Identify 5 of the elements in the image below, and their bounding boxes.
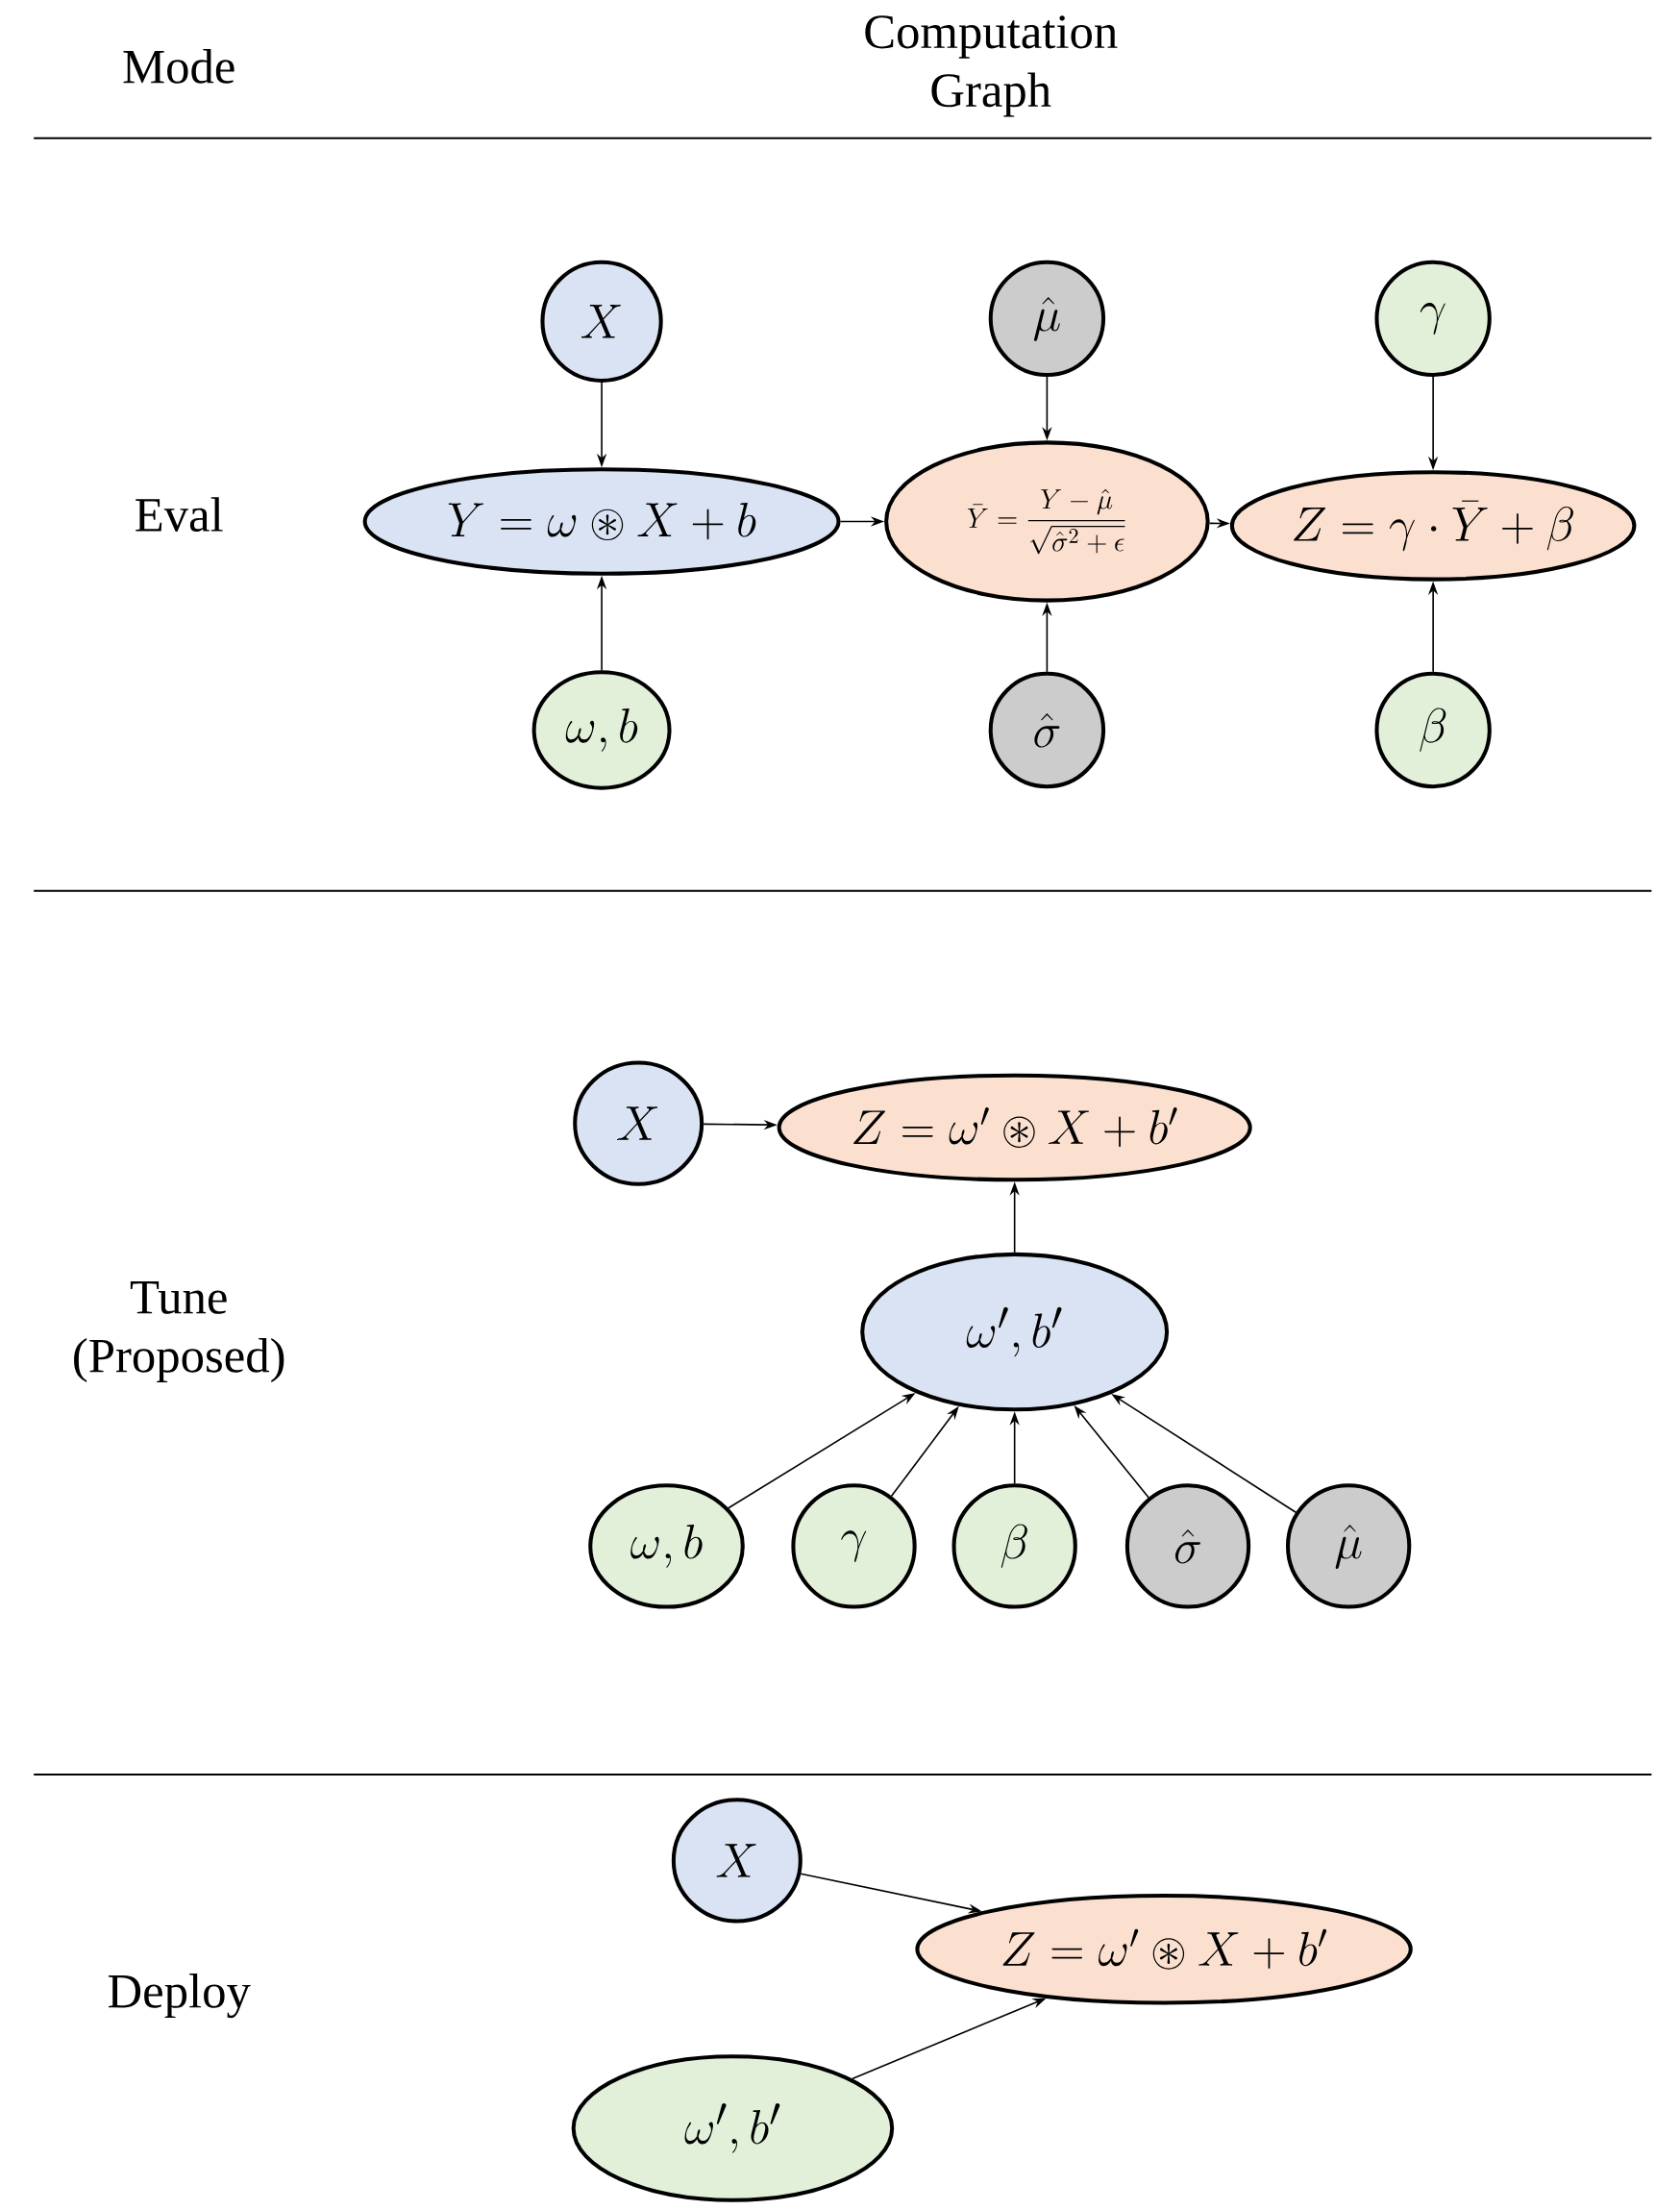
label: Mode	[123, 49, 235, 84]
label: Computation Graph	[865, 15, 1118, 117]
label: Eval	[136, 497, 223, 533]
label: Deploy	[109, 1974, 251, 2019]
label: Tune (Proposed)	[74, 1281, 284, 1383]
